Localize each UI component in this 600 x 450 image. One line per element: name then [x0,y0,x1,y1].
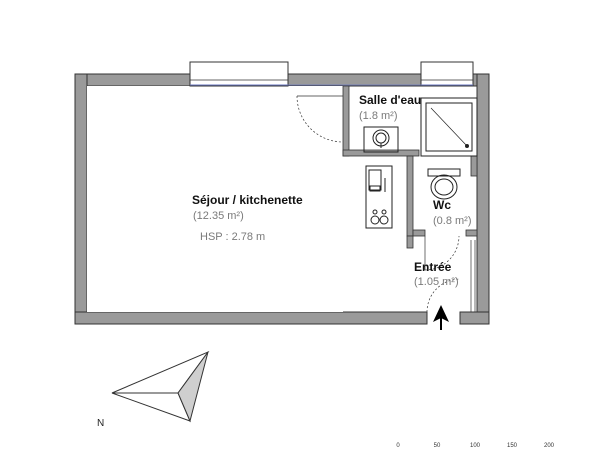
partition-wc-bottom [412,229,426,237]
window-right [420,61,474,87]
wall-bottom [74,311,428,325]
window-left [189,61,289,87]
entrance-arrow-icon [433,305,449,330]
washbasin-icon [363,126,399,153]
partition-wc-left [406,155,414,237]
room-area-wc: (0.8 m²) [433,215,472,227]
room-hsp-sejour: HSP : 2.78 m [200,231,265,243]
room-area-salle-eau: (1.8 m²) [359,110,398,122]
scale-tick-150: 150 [507,443,518,449]
scale-tick-0: 0 [396,443,400,449]
scale-tick-100: 100 [470,443,481,449]
partition-bath-left [342,85,350,157]
windows [189,61,474,87]
doors [296,95,476,313]
wall-bottom-right [459,311,490,325]
door-entry-swing [426,278,461,313]
compass-north-label: N [97,418,104,429]
fixtures [363,97,478,229]
compass-icon: N [97,350,210,429]
walls [74,73,490,325]
room-name-wc: Wc [433,198,451,212]
scale-tick-200: 200 [544,443,555,449]
wall-right [476,73,490,325]
wall-left [74,73,88,325]
door-wc-swing [424,235,460,271]
room-name-entree: Entrée [414,260,452,274]
room-name-salle-eau: Salle d'eau [359,93,421,107]
kitchenette-icon [365,165,393,229]
scale-bar: 0 50 100 150 200 [396,443,554,449]
partition-bath-bottom [342,149,420,157]
room-area-sejour: (12.35 m²) [193,210,244,222]
room-labels: Séjour / kitchenette (12.35 m²) HSP : 2.… [192,93,472,288]
toilet-icon [427,168,461,200]
room-name-sejour: Séjour / kitchenette [192,193,303,207]
room-area-entree: (1.05 m²) [414,276,459,288]
scale-tick-50: 50 [434,443,441,449]
door-bath-swing [296,95,344,143]
partition-wc-bottom-right [465,229,478,237]
